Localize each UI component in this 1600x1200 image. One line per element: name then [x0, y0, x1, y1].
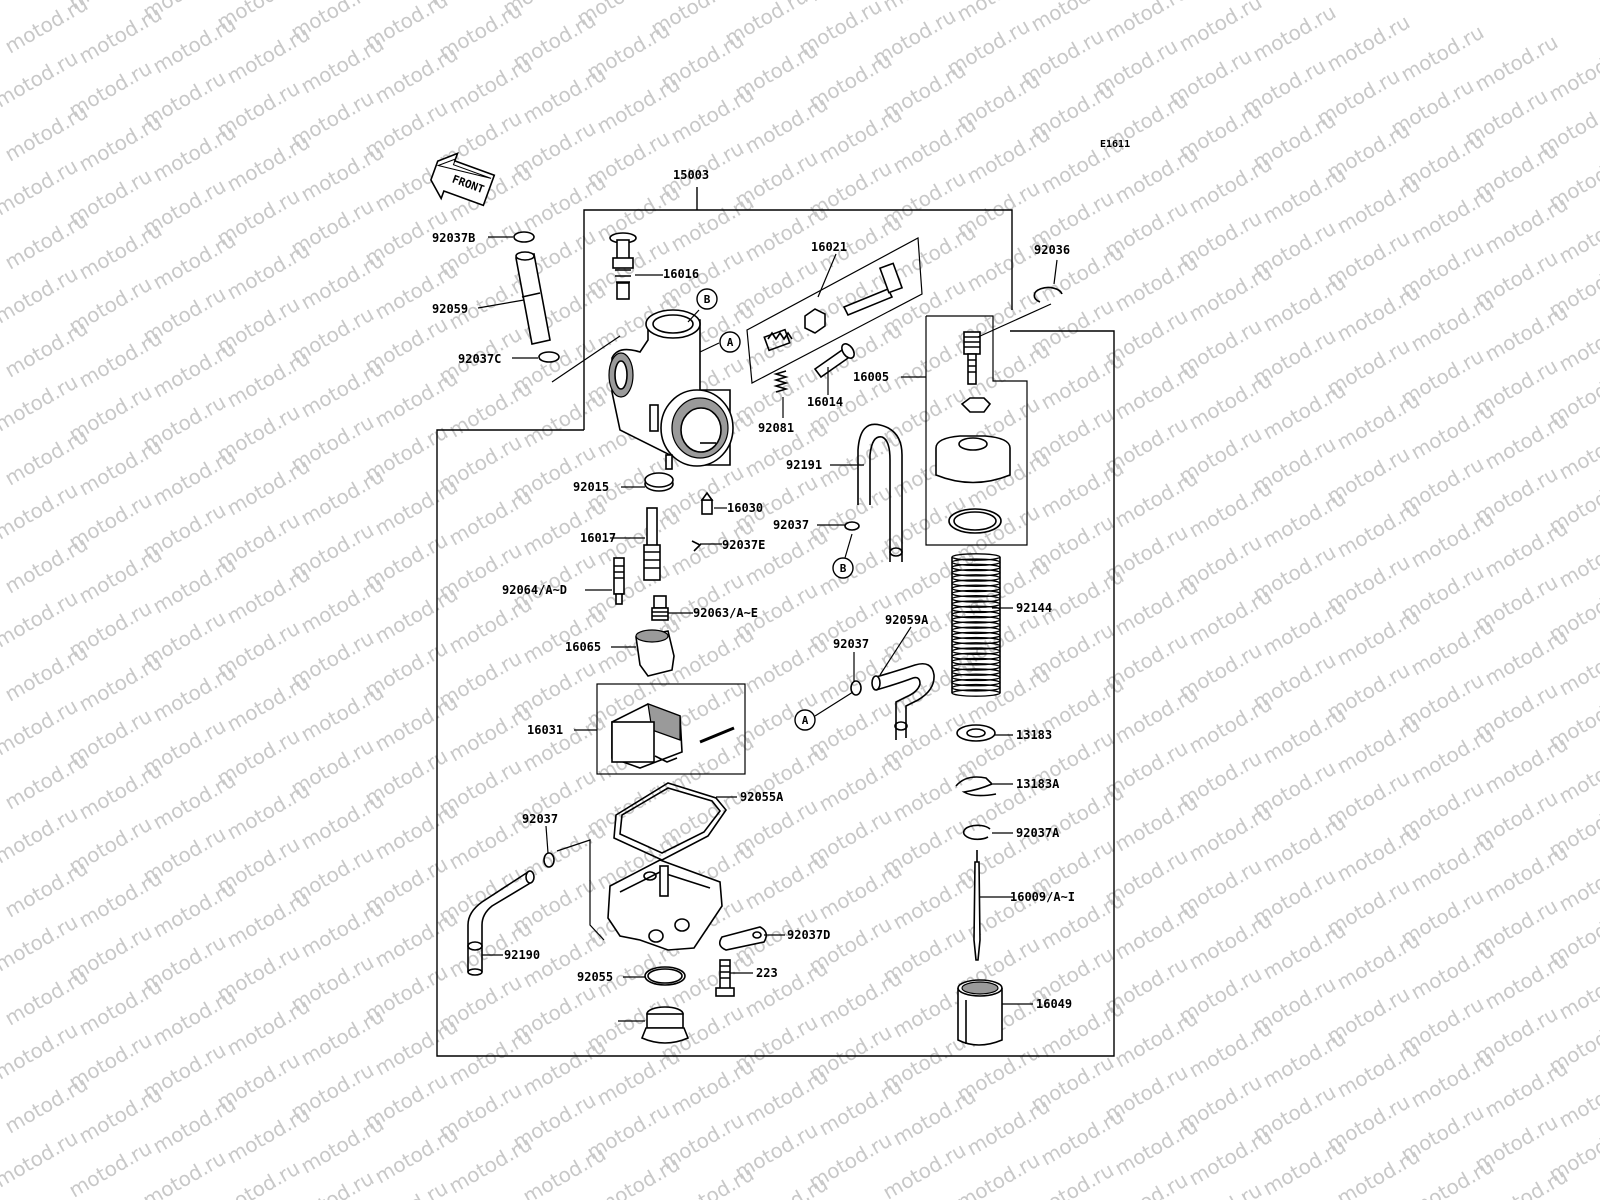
label-92037c: 92037C	[458, 352, 501, 366]
svg-text:B: B	[704, 293, 711, 306]
label-223: 223	[756, 966, 778, 980]
label-92037a: 92037A	[1016, 826, 1060, 840]
clip-92037-upper-icon	[844, 521, 860, 531]
svg-text:A: A	[802, 714, 809, 727]
label-16014: 16014	[807, 395, 843, 409]
screw-16016-icon	[609, 232, 637, 300]
label-16009: 16009/A~I	[1010, 890, 1075, 904]
label-16021: 16021	[811, 240, 847, 254]
front-arrow-icon: FRONT	[430, 152, 496, 207]
callout-a-top: A	[719, 331, 741, 353]
label-92144: 92144	[1016, 601, 1052, 615]
label-92037d: 92037D	[787, 928, 830, 942]
oring-92055-icon	[644, 966, 686, 986]
label-92055: 92055	[577, 970, 613, 984]
hose-92191-icon	[857, 423, 903, 562]
label-16016: 16016	[663, 267, 699, 281]
label-16017: 16017	[580, 531, 616, 545]
circlip-92036-icon	[1033, 286, 1063, 303]
clip-92037e-icon	[691, 540, 702, 552]
jet-16030-icon	[700, 491, 714, 515]
callout-b-bottom: B	[832, 557, 854, 579]
carburetor-body-icon	[608, 309, 734, 470]
hose-92190-icon	[467, 870, 535, 976]
label-92064: 92064/A~D	[502, 583, 567, 597]
baffle-16065-icon	[635, 629, 675, 677]
label-92037-middle: 92037	[833, 637, 869, 651]
assembly-frame	[436, 187, 1115, 1057]
clip-92037-middle-icon	[850, 680, 862, 696]
plug-16049-icon	[640, 1006, 690, 1044]
label-92037-lower: 92037	[522, 812, 558, 826]
needle-jet-16017-icon	[643, 507, 661, 581]
clip-13183a-icon	[955, 776, 997, 797]
svg-text:B: B	[840, 562, 847, 575]
eclip-92037a-icon	[962, 824, 991, 841]
float-bowl-icon	[607, 859, 723, 951]
leader-lines	[477, 236, 1058, 1022]
label-92081: 92081	[758, 421, 794, 435]
hose-92059a-icon	[871, 662, 935, 740]
label-92036: 92036	[1034, 243, 1070, 257]
cable-adjuster-16005-icon	[935, 331, 1011, 534]
gasket-92055a-icon	[613, 782, 728, 861]
label-92037-upper: 92037	[773, 518, 809, 532]
jet-needle-16009-icon	[973, 850, 981, 961]
washer-13183-icon	[956, 724, 996, 742]
throttle-valve-16025-icon	[957, 979, 1003, 1046]
plate-92037d-icon	[718, 926, 768, 951]
label-92191: 92191	[786, 458, 822, 472]
nut-92015-icon	[644, 472, 674, 492]
diagram-code: E1611	[1100, 139, 1130, 150]
adjuster-16021-icon	[763, 262, 904, 352]
label-16031: 16031	[527, 723, 563, 737]
label-16030: 16030	[727, 501, 763, 515]
label-16065: 16065	[565, 640, 601, 654]
label-92059: 92059	[432, 302, 468, 316]
float-16031-icon	[611, 703, 735, 769]
label-92055a: 92055A	[740, 790, 784, 804]
label-92037b: 92037B	[432, 231, 475, 245]
tube-92059-icon	[515, 251, 551, 345]
label-92190: 92190	[504, 948, 540, 962]
label-13183: 13183	[1016, 728, 1052, 742]
callout-a-bottom: A	[794, 709, 816, 731]
callout-b-top: B	[696, 288, 718, 310]
part-labels: 15003 92037B 92059 92037C 16016 16021 92…	[432, 168, 1075, 1011]
label-15003: 15003	[673, 168, 709, 182]
pilot-jet-92064-icon	[613, 557, 625, 605]
clip-92037-lower-icon	[543, 852, 555, 868]
label-92059a: 92059A	[885, 613, 929, 627]
spring-92081-icon	[773, 370, 789, 393]
clip-92037c-icon	[538, 351, 560, 363]
label-16025: 16049	[1036, 997, 1072, 1011]
clip-92037b-icon	[513, 231, 535, 243]
label-92063: 92063/A~E	[693, 606, 758, 620]
label-92037e: 92037E	[722, 538, 765, 552]
bolt-223-icon	[715, 959, 735, 997]
label-16005: 16005	[853, 370, 889, 384]
label-92015: 92015	[573, 480, 609, 494]
spring-92144-icon	[951, 553, 1001, 697]
label-13183a: 13183A	[1016, 777, 1060, 791]
svg-text:A: A	[727, 336, 734, 349]
main-jet-92063-icon	[651, 595, 669, 621]
screw-16014-icon	[813, 343, 855, 379]
